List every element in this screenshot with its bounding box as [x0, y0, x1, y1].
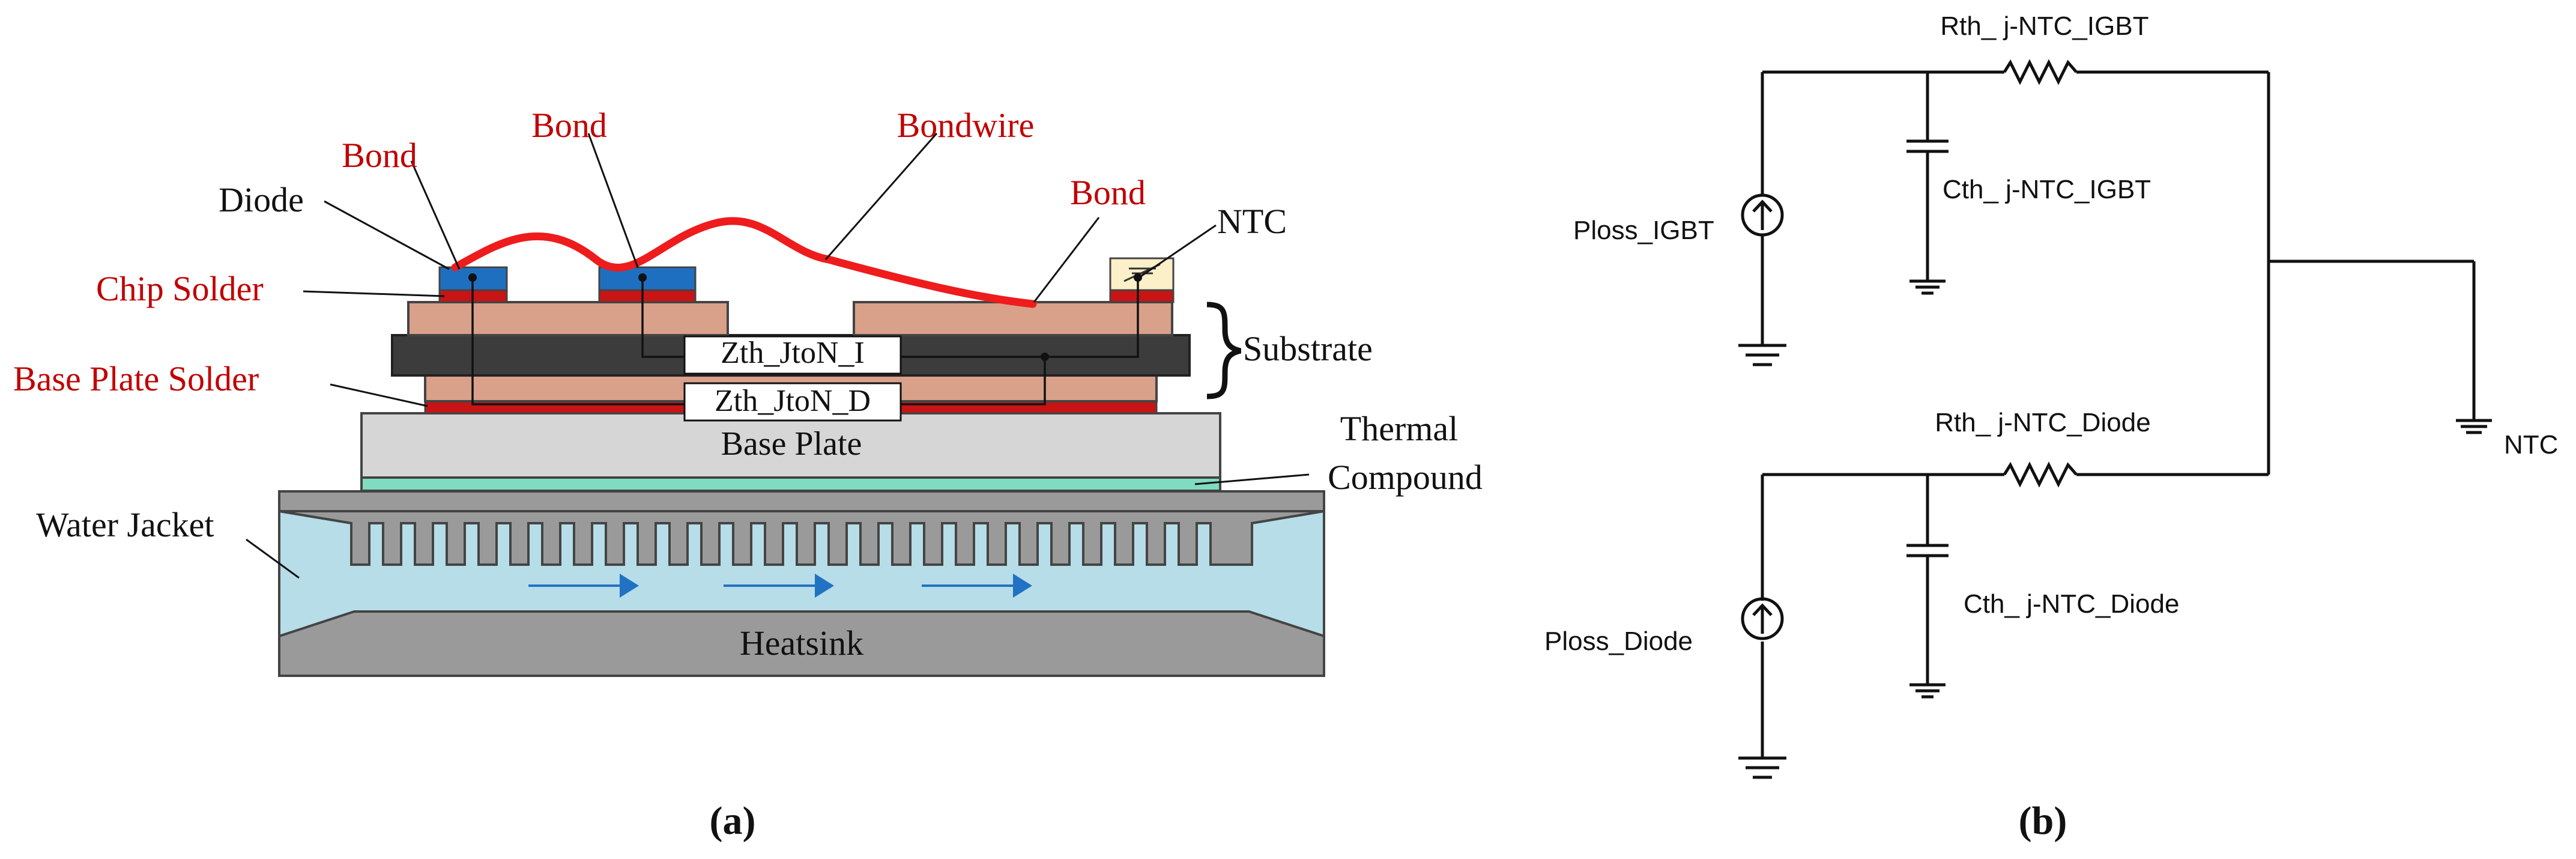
substrate-upper-copper-right: [853, 301, 1173, 336]
substrate-label: Substrate: [1243, 329, 1373, 368]
heatsink-assembly: [278, 490, 1325, 677]
bondwire-label: Bondwire: [897, 106, 1035, 145]
zth-i-box: [683, 335, 902, 375]
cth-igbt-label: Cth_ j-NTC_IGBT: [1943, 175, 2151, 204]
leader-bondwire: [824, 133, 938, 260]
diode-junction-dot: [468, 273, 477, 282]
cooling-fins: [279, 510, 1325, 566]
ploss-igbt-source-icon: [1741, 193, 1784, 237]
igbt-junction-dot: [638, 273, 647, 282]
leader-water-jacket: [246, 538, 300, 579]
heatsink-label: Heatsink: [740, 624, 863, 663]
cth-diode-label: Cth_ j-NTC_Diode: [1964, 589, 2179, 619]
thermal-compound-layer: [360, 476, 1221, 492]
thermal-label-line2: Compound: [1328, 458, 1483, 497]
ground-icon: [1909, 683, 1946, 699]
ntc-node-label: NTC: [2504, 430, 2558, 460]
leader-diode: [324, 200, 450, 270]
leader-lines: [246, 133, 1310, 579]
panel-b-circuit: [1738, 59, 2492, 779]
panel-a-caption: (a): [710, 799, 756, 843]
zth-d-box: [683, 382, 902, 422]
rth-igbt-label: Rth_ j-NTC_IGBT: [1940, 11, 2148, 41]
ploss-igbt-label: Ploss_IGBT: [1573, 216, 1714, 245]
substrate-upper-copper-left: [407, 301, 729, 336]
bond-right-label: Bond: [1070, 173, 1146, 212]
base-plate-solder-label: Base Plate Solder: [13, 359, 259, 398]
rth-diode-label: Rth_ j-NTC_Diode: [1935, 408, 2150, 437]
panel-b-labels: Rth_ j-NTC_IGBT Cth_ j-NTC_IGBT Ploss_IG…: [1544, 11, 2558, 843]
diode-branch: [1741, 461, 2269, 758]
thermal-label-line1: Thermal: [1340, 409, 1458, 448]
ground-icon: [1738, 344, 1786, 366]
ntc-chip-solder: [1109, 289, 1175, 303]
ground-icon: [1738, 756, 1786, 779]
rth-igbt-resistor: [2003, 59, 2078, 85]
ploss-diode-source-icon: [1741, 597, 1784, 640]
zth-i-label: Zth_JtoN_I: [721, 336, 865, 370]
water-jacket-label: Water Jacket: [36, 505, 214, 544]
substrate-brace: [1206, 302, 1242, 399]
zth-join-dot: [1041, 353, 1049, 361]
igbt-branch: [1741, 59, 2270, 475]
leader-bond-left: [410, 160, 461, 270]
base-plate-label: Base Plate: [721, 425, 862, 463]
panel-b-caption: (b): [2019, 799, 2067, 843]
zth-d-label: Zth_JtoN_D: [715, 384, 871, 418]
igbt-chip-solder: [598, 289, 697, 303]
bondwire: [451, 217, 1037, 308]
ntc-branch: [2269, 260, 2492, 434]
ground-icon: [1909, 279, 1946, 295]
ploss-diode-label: Ploss_Diode: [1544, 627, 1693, 656]
heatsink-top-plate: [278, 490, 1325, 512]
bond-left-label: Bond: [342, 136, 417, 175]
ntc-label: NTC: [1217, 202, 1287, 241]
leader-bond-mid: [587, 133, 639, 268]
panel-a-cross-section: Zth_JtoN_I Zth_JtoN_D Bond Bond Bondwire…: [13, 106, 1483, 843]
leader-ntc: [1140, 224, 1217, 278]
heatsink-base: [278, 610, 1325, 677]
rth-diode-resistor: [2003, 461, 2078, 488]
ntc-node-dot: [1134, 273, 1142, 282]
chip-solder-label: Chip Solder: [96, 269, 264, 308]
leader-thermal-compound: [1194, 473, 1310, 485]
leader-bond-right: [1033, 217, 1100, 303]
diode-label: Diode: [219, 180, 304, 219]
leader-base-plate-solder: [330, 383, 428, 407]
leader-chip-solder: [303, 290, 445, 297]
bond-mid-label: Bond: [531, 106, 607, 145]
